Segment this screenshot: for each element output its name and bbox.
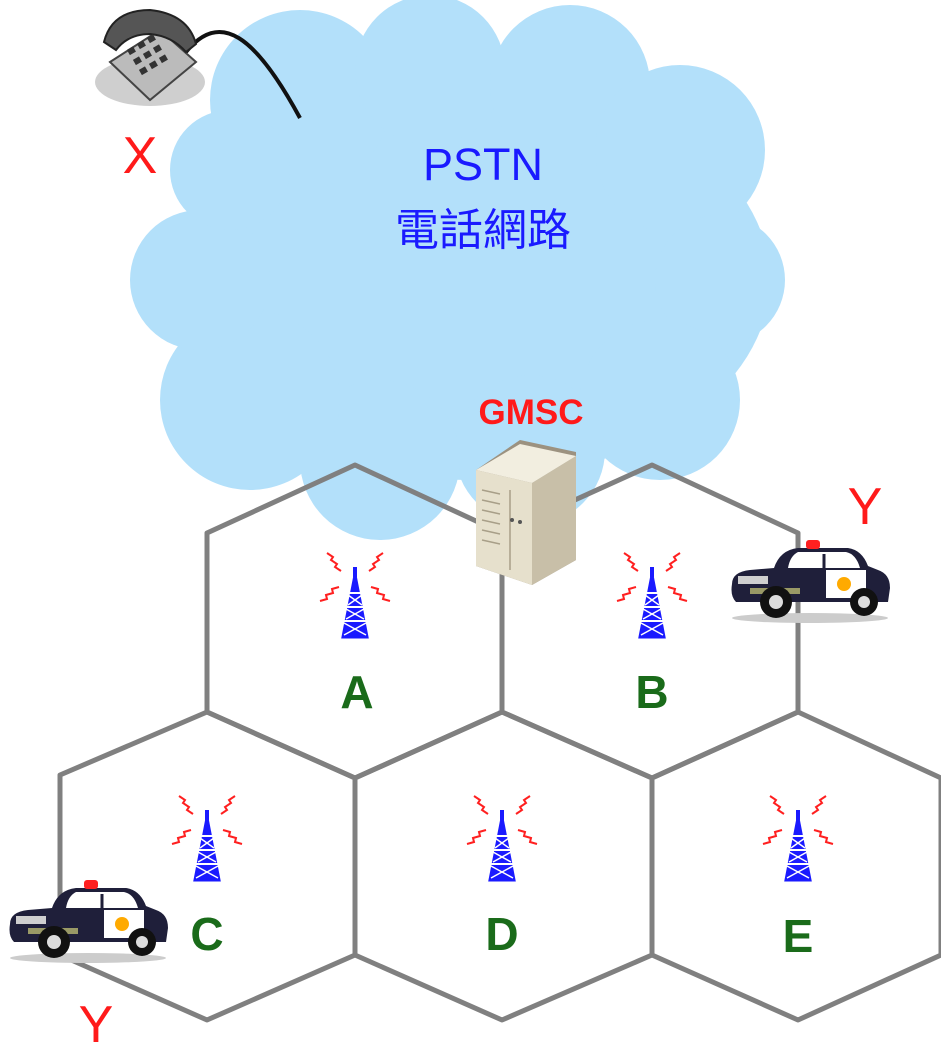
pstn-label: PSTN [423,139,543,190]
cell-b-label: B [635,666,668,718]
cell-e-antenna-icon [761,794,835,882]
cell-d-antenna-icon [465,794,539,882]
cell-b-antenna-icon [615,551,689,639]
cell-c-antenna-icon [170,794,244,882]
police-car-icon-cell-c [8,878,170,965]
cell-a-label: A [340,666,373,718]
pstn-subtitle: 電話網路 [395,206,571,255]
police-car-icon-cell-b [730,538,892,625]
cell-a-antenna-icon [318,551,392,639]
mobile-label-cell-c: Y [79,996,114,1048]
gmsc-label: GMSC [479,393,584,432]
caller-label: X [123,127,158,185]
mobile-label-cell-b: Y [848,478,883,536]
cell-c-label: C [190,908,223,960]
telephone-icon [95,8,302,119]
gmsc-server-icon [476,440,576,585]
cell-e-label: E [783,910,814,962]
pstn-cloud [130,0,785,540]
cell-e-hexagon [649,709,941,1023]
cell-d-label: D [485,908,518,960]
